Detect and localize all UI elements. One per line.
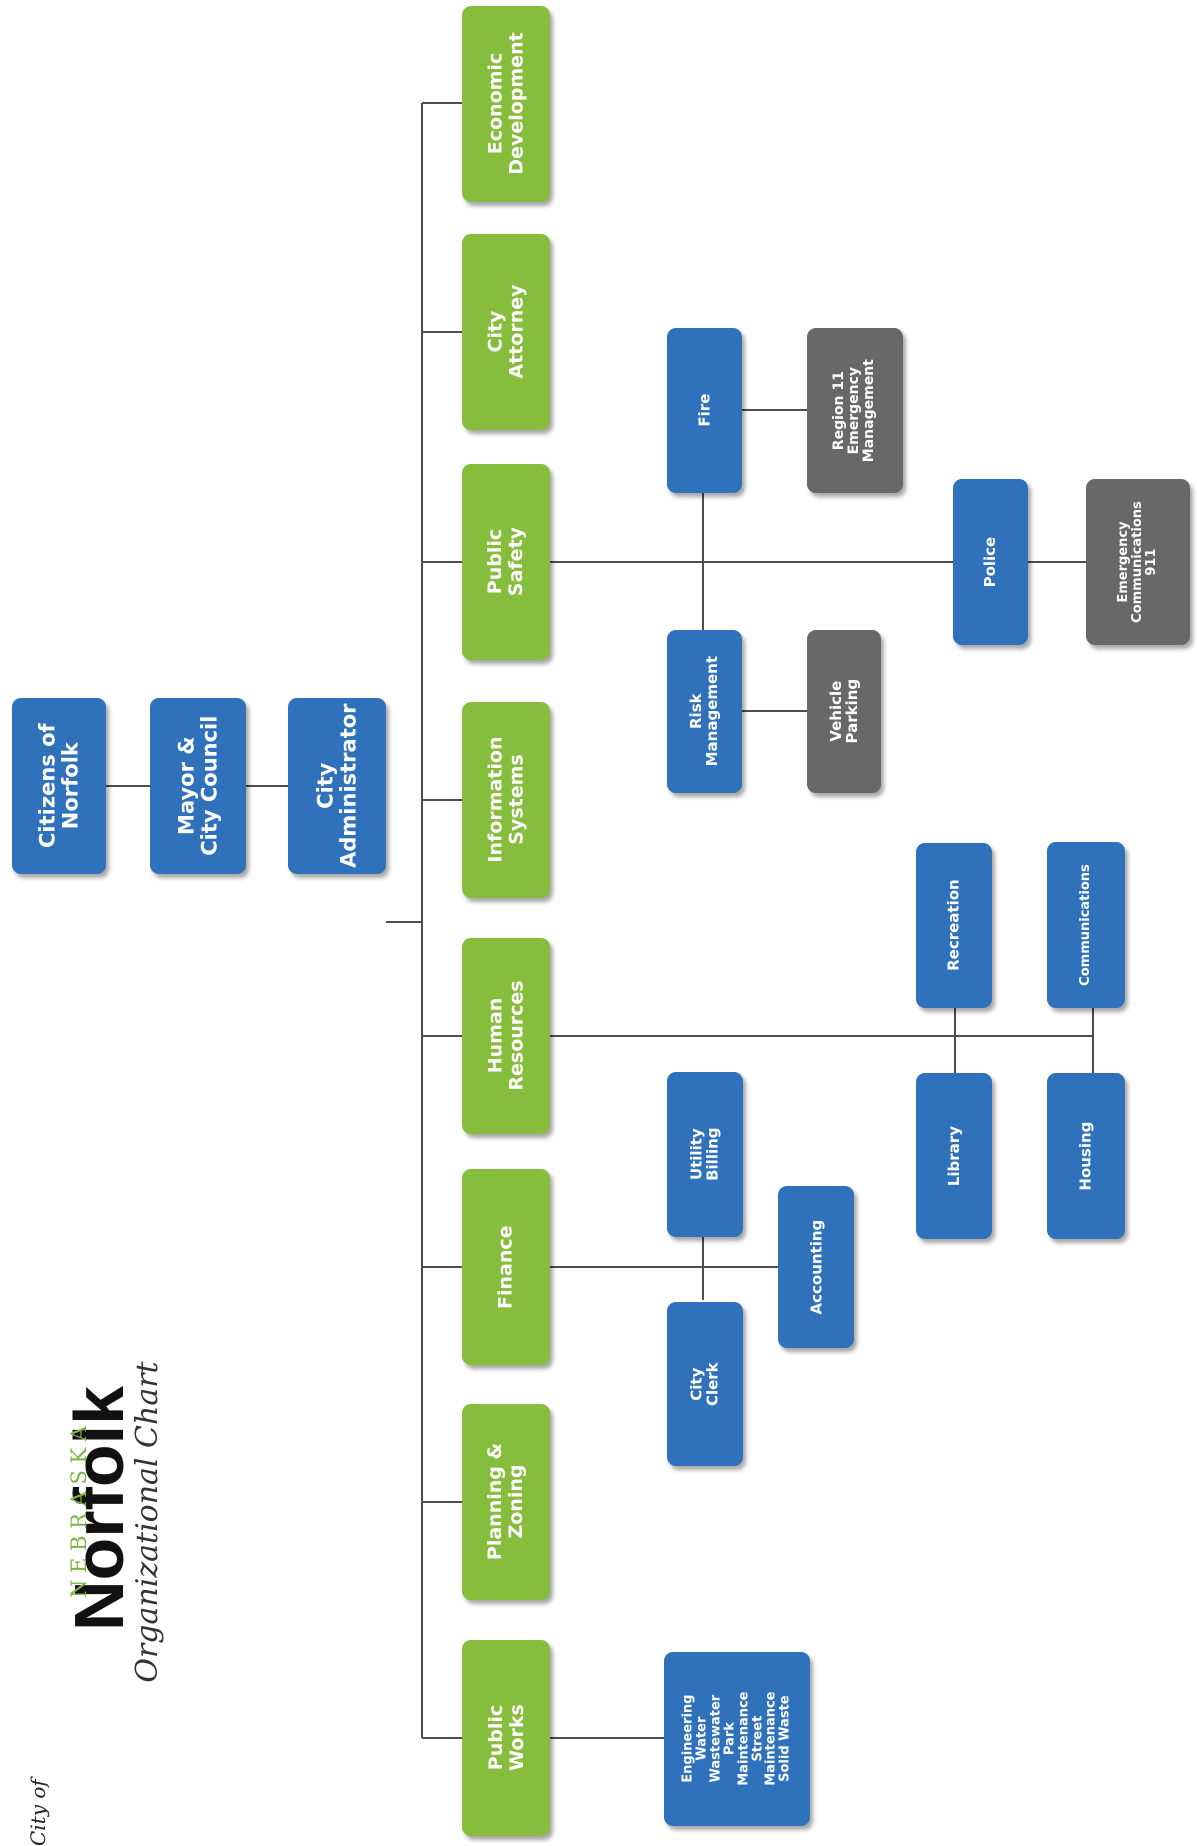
node-label: Fire [695, 394, 714, 427]
node-vehicle-parking: Vehicle Parking [807, 630, 881, 793]
node-label: Finance [494, 1225, 517, 1309]
node-label: Mayor & City Council [174, 715, 222, 857]
node-city-attorney: City Attorney [462, 234, 550, 430]
node-label: City Clerk [687, 1362, 722, 1406]
node-finance: Finance [462, 1169, 550, 1365]
node-public-works-divisions: Engineering Water Wastewater Park Mainte… [664, 1652, 810, 1826]
node-public-works: Public Works [462, 1640, 550, 1836]
node-risk-management: Risk Management [667, 630, 742, 793]
node-communications: Communications [1047, 842, 1125, 1008]
node-mayor-city-council: Mayor & City Council [150, 698, 246, 874]
node-label: City Attorney [484, 284, 527, 380]
node-label: Information Systems [484, 736, 527, 864]
node-label: Utility Billing [687, 1127, 722, 1182]
node-label: Planning & Zoning [484, 1443, 528, 1561]
logo-state: N E B R A S K A [67, 1425, 91, 1599]
node-label: Region 11 Emergency Management [831, 358, 878, 463]
node-city-clerk: City Clerk [667, 1302, 743, 1466]
node-accounting: Accounting [778, 1186, 854, 1348]
node-utility-billing: Utility Billing [667, 1072, 743, 1237]
node-label: Engineering Water Wastewater Park Mainte… [680, 1691, 793, 1787]
chart-subtitle: Organizational Chart [130, 1361, 165, 1683]
node-region-11-emergency-management: Region 11 Emergency Management [807, 328, 903, 493]
logo-prefix: City of [26, 1779, 50, 1846]
node-label: Public Safety [484, 527, 527, 597]
node-emergency-communications-911: Emergency Communications 911 [1086, 479, 1190, 645]
node-public-safety: Public Safety [462, 464, 550, 660]
node-recreation: Recreation [916, 843, 992, 1008]
node-label: Human Resources [484, 980, 528, 1092]
node-label: Communications [1077, 864, 1093, 986]
node-fire: Fire [667, 328, 742, 493]
node-citizens-of-norfolk: Citizens of Norfolk [12, 698, 106, 874]
node-library: Library [916, 1073, 992, 1239]
node-information-systems: Information Systems [462, 702, 550, 898]
node-label: Emergency Communications 911 [1115, 501, 1160, 623]
node-label: Accounting [806, 1219, 825, 1315]
node-planning-zoning: Planning & Zoning [462, 1404, 550, 1600]
node-label: Economic Development [484, 32, 528, 176]
node-label: Citizens of Norfolk [35, 723, 83, 849]
node-label: Public Works [484, 1704, 527, 1772]
node-label: Recreation [944, 879, 963, 972]
node-label: City Administrator [313, 703, 360, 869]
node-police: Police [953, 479, 1028, 645]
node-label: Risk Management [687, 656, 722, 767]
node-economic-development: Economic Development [462, 6, 550, 202]
node-housing: Housing [1047, 1073, 1125, 1239]
node-label: Police [981, 536, 1000, 588]
node-label: Housing [1076, 1121, 1095, 1191]
node-city-administrator: City Administrator [288, 698, 386, 874]
node-human-resources: Human Resources [462, 938, 550, 1134]
node-label: Library [944, 1125, 963, 1187]
node-label: Vehicle Parking [826, 679, 861, 744]
